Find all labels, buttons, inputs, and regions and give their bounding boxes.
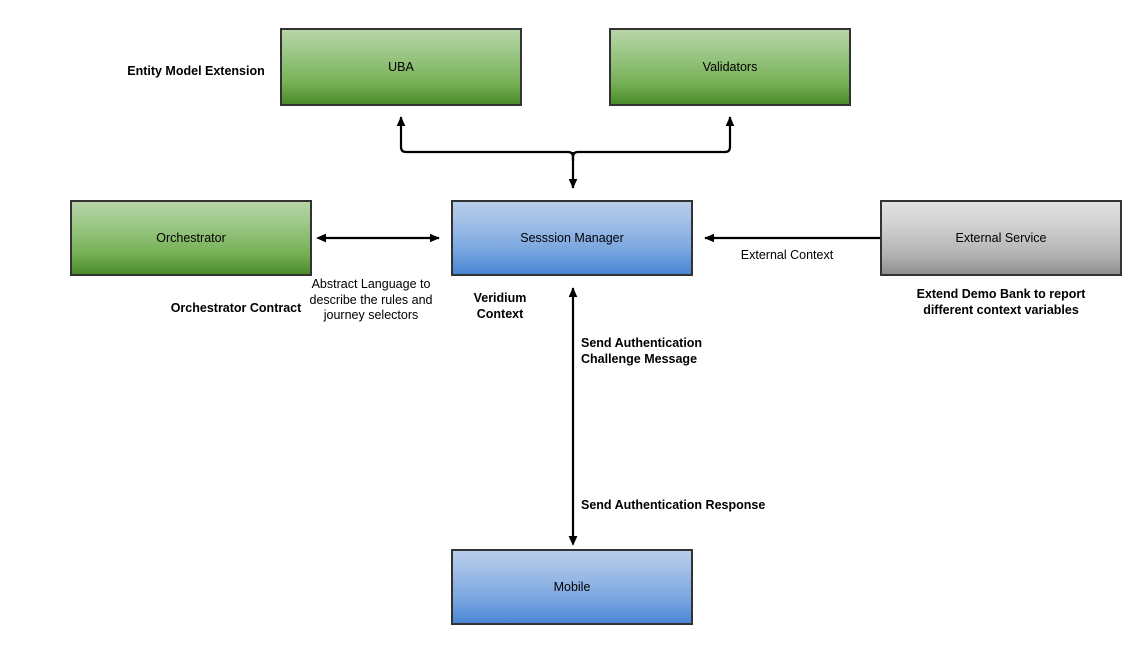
node-validators-label: Validators — [702, 59, 758, 74]
edge-fork-to-uba-validators — [396, 116, 735, 189]
node-external-service[interactable]: External Service — [880, 200, 1122, 276]
node-mobile-label: Mobile — [553, 579, 591, 594]
node-external-service-label: External Service — [955, 230, 1047, 245]
node-uba[interactable]: UBA — [280, 28, 522, 106]
node-session-manager-label: Sesssion Manager — [520, 230, 624, 245]
annotation-send-auth-response: Send Authentication Response — [581, 498, 766, 512]
annotation-extend-demo-bank: Extend Demo Bank to report different con… — [916, 287, 1086, 317]
annotation-send-auth-challenge: Send Authentication Challenge Message — [581, 336, 703, 366]
node-mobile[interactable]: Mobile — [451, 549, 693, 625]
node-orchestrator-label: Orchestrator — [156, 230, 226, 245]
node-validators[interactable]: Validators — [609, 28, 851, 106]
annotation-entity-model-extension: Entity Model Extension — [127, 64, 265, 78]
annotation-abstract-language: Abstract Language to describe the rules … — [309, 277, 433, 323]
annotation-external-context: External Context — [740, 248, 834, 262]
node-uba-label: UBA — [388, 59, 414, 74]
annotation-orchestrator-contract: Orchestrator Contract — [170, 301, 302, 315]
node-session-manager[interactable]: Sesssion Manager — [451, 200, 693, 276]
annotation-veridium-context: Veridium Context — [473, 291, 527, 321]
node-orchestrator[interactable]: Orchestrator — [70, 200, 312, 276]
